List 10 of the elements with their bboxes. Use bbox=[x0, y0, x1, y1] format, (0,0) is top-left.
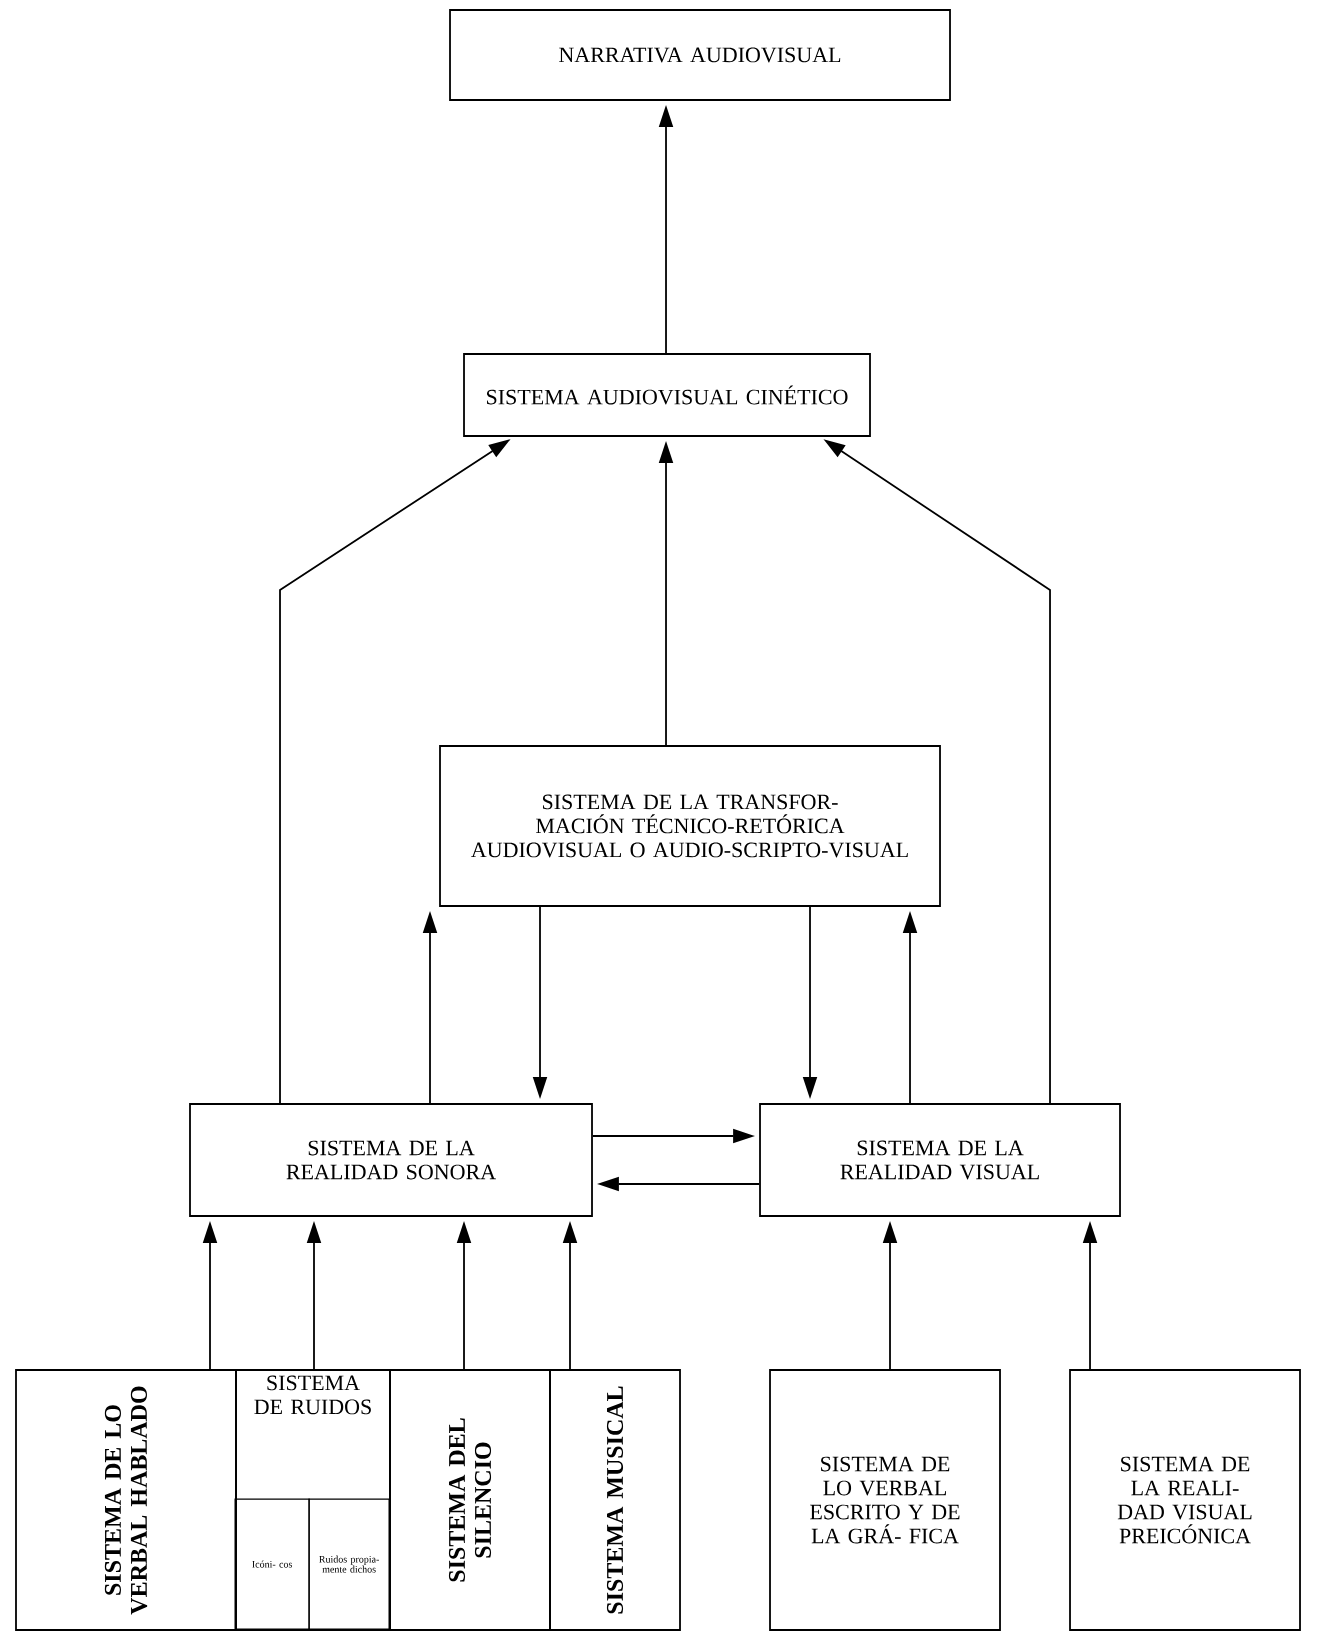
system-box: NARRATIVA AUDIOVISUAL bbox=[449, 9, 951, 101]
system-box: SISTEMA DE LO VERBAL ESCRITO Y DE LA GRÁ- FICA bbox=[769, 1369, 1001, 1631]
system-box: SISTEMA DEL SILENCIO bbox=[389, 1369, 551, 1631]
system-box: SISTEMA MUSICAL bbox=[549, 1369, 681, 1631]
system-box: SISTEMA DE LO VERBAL HABLADO bbox=[15, 1369, 237, 1631]
system-box: SISTEMA AUDIOVISUAL CINÉTICO bbox=[463, 353, 871, 437]
system-box: SISTEMA DE LA REALIDAD VISUAL bbox=[759, 1103, 1121, 1217]
system-box: SISTEMA DE LA REALI- DAD VISUAL PREICÓNICA bbox=[1069, 1369, 1301, 1631]
system-box: SISTEMA DE LA REALIDAD SONORA bbox=[189, 1103, 593, 1217]
system-box: SISTEMA DE LA TRANSFOR- MACIÓN TÉCNICO-RETÓRICA AUDIOVISUAL O AUDIO-SCRIPTO-VISUAL bbox=[439, 745, 941, 907]
